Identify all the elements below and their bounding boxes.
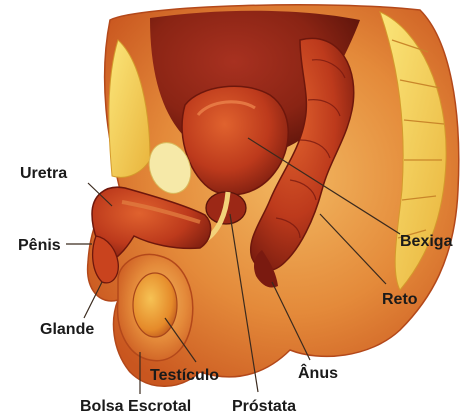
label-reto: Reto [382, 291, 418, 308]
label-bolsa-escrotal: Bolsa Escrotal [80, 398, 191, 415]
label-prostata: Próstata [232, 398, 296, 415]
label-penis: Pênis [18, 237, 61, 254]
label-uretra: Uretra [20, 165, 67, 182]
testis [133, 273, 177, 337]
label-anus: Ânus [298, 363, 338, 382]
label-testiculo: Testículo [150, 367, 219, 384]
label-bexiga: Bexiga [400, 233, 453, 250]
label-glande: Glande [40, 321, 94, 338]
